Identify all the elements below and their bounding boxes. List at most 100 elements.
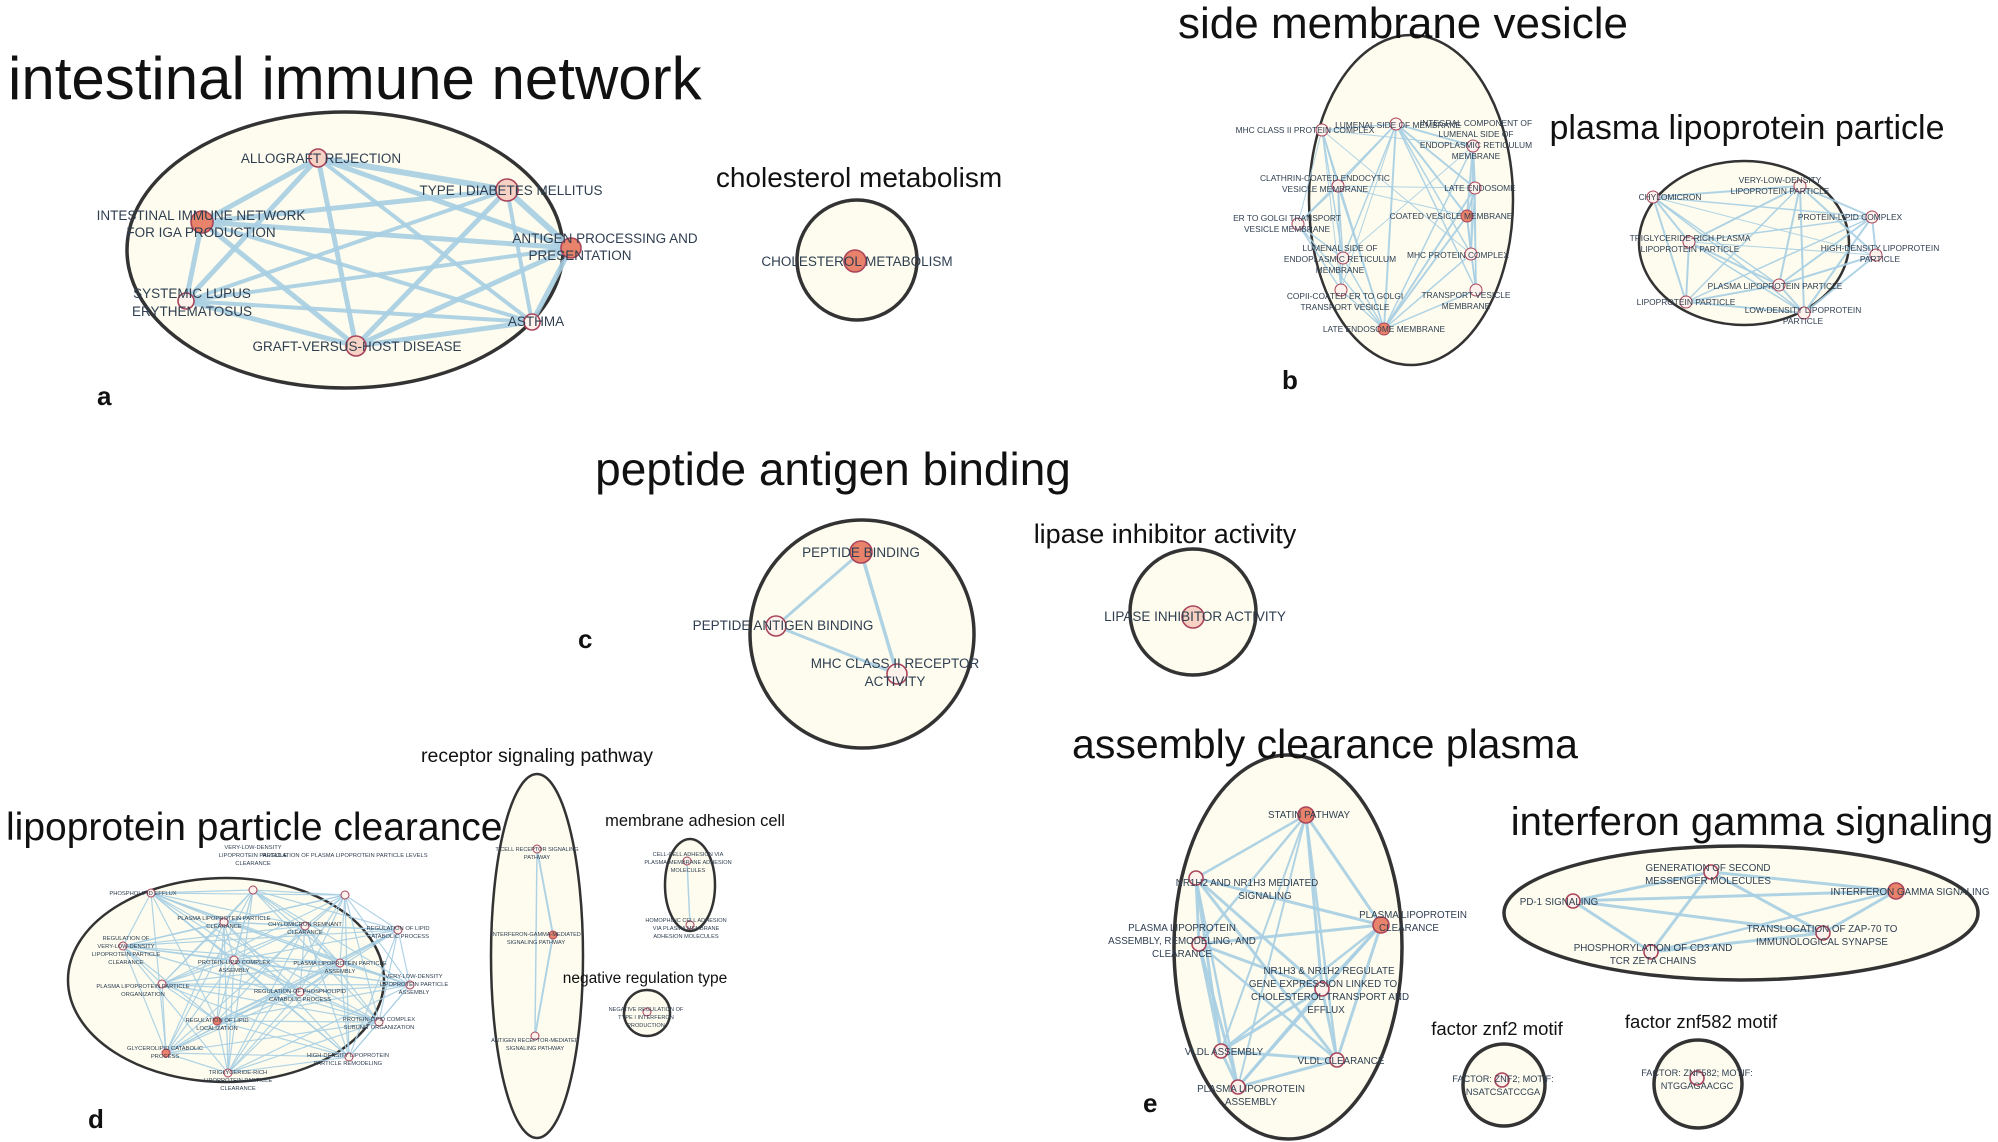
edge [183,298,359,349]
edge [299,929,399,993]
node [219,917,229,927]
edge [122,892,152,947]
edge [183,219,205,304]
edge [150,892,167,1054]
edge [165,894,346,1054]
edge [534,848,538,1037]
node-label: MHC PROTEIN COMPLEX [1407,250,1509,260]
cluster-receptor [489,772,585,1140]
edge [184,246,573,303]
edge [1652,196,1805,314]
edge [1685,216,1873,303]
edge [1342,123,1397,259]
node [1191,936,1207,952]
node [1643,944,1659,960]
edge [227,984,411,1074]
edge [252,889,346,896]
edge [1688,241,1780,286]
edge [161,983,167,1054]
edge [1571,889,1898,903]
edge [199,155,321,225]
edge [1799,185,1877,256]
edge [1383,215,1468,330]
node-label: STATIN PATHWAY [1268,810,1350,821]
node [495,178,519,202]
edge [150,892,346,896]
node [1682,235,1696,249]
cluster-title-assembly: assembly clearance plasma [1072,721,1578,767]
edge [1197,942,1339,1062]
edge [1194,876,1223,1053]
edge [165,1020,218,1054]
edge [1320,987,1339,1062]
panel-letter: a [97,381,112,411]
edge [216,929,399,1022]
node-label: LATE ENDOSOME [1444,183,1516,193]
edge [299,962,341,993]
node-label: PLASMA LIPOPROTEIN PARTICLE [1708,281,1843,291]
edge [1335,923,1383,1062]
edge [1395,123,1477,291]
node [1772,278,1786,292]
edge [165,1021,380,1054]
edge [1219,1049,1339,1062]
node-label: FACTOR: ZNF582; MOTIF:NTGGAGAACGC [1641,1068,1753,1091]
edge [165,921,225,1054]
node [1494,1072,1510,1088]
edge [1649,931,1825,954]
node [335,958,345,968]
edge [216,889,254,1022]
node [212,1016,222,1026]
node [1329,1052,1345,1068]
node [1315,123,1329,137]
edge [1688,185,1801,243]
node [1815,925,1831,941]
cluster-layer [66,33,1980,1141]
edge [339,962,411,986]
edge [1197,942,1240,1089]
node [1331,179,1345,193]
node-label: LATE ENDOSOME MEMBRANE [1323,324,1446,334]
edge [161,983,301,993]
node [1389,117,1403,131]
cluster-title-znf582: factor znf582 motif [1625,1011,1778,1032]
node-label: PEPTIDE BINDING [802,545,920,560]
edge [1803,254,1877,314]
node [345,335,367,357]
edge [536,848,554,936]
edge [1799,185,1873,218]
edge-layer [122,123,1898,1089]
node [1565,893,1581,909]
node [248,885,258,895]
node [1689,1070,1705,1086]
edge [1194,876,1324,991]
node [1703,864,1719,880]
edge [1383,145,1474,330]
node-label: VLDL CLEARANCE [1298,1056,1385,1067]
node [118,941,128,951]
node [1464,247,1478,261]
edge [339,894,346,964]
edge [1383,123,1397,330]
edge [223,921,235,961]
edge [150,892,218,1022]
node [560,237,582,259]
edge [1337,185,1476,189]
edge [122,929,399,947]
edge [1219,987,1324,1053]
edge [859,550,899,676]
edge [344,894,380,1023]
node [1797,306,1811,320]
